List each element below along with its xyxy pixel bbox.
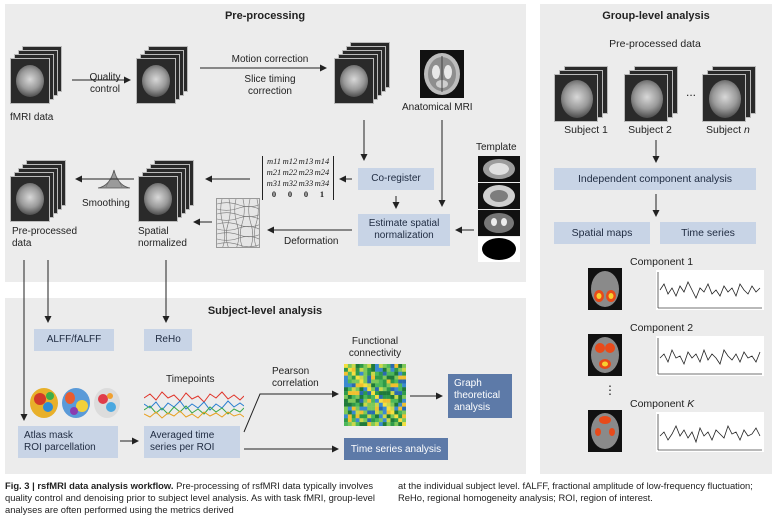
smoothing-kernel-icon: [96, 168, 132, 190]
matrix-cell: 0: [303, 189, 309, 199]
deformation-label: Deformation: [284, 236, 339, 247]
matrix-cell: 0: [287, 189, 293, 199]
template-label: Template: [476, 142, 517, 153]
timepoints-label: Timepoints: [166, 374, 215, 385]
qc-data-stack: [136, 46, 196, 106]
estimate-spatial-box: Estimate spatial normalization: [358, 214, 450, 246]
matrix-cell: 0: [271, 189, 277, 199]
atlas-brain-images: [30, 386, 122, 420]
figure-caption-right: at the individual subject level. fALFF, …: [398, 480, 753, 503]
fmri-data-label: fMRI data: [10, 112, 54, 123]
matrix-cell: m14: [314, 156, 330, 166]
preprocessing-title: Pre-processing: [224, 10, 306, 22]
fmri-data-stack: [10, 46, 70, 106]
matrix-cell: 1: [319, 189, 325, 199]
group-preprocessed-label: Pre-processed data: [609, 38, 701, 50]
slice-timing-label: Slice timing correction: [244, 74, 296, 97]
group-level-title: Group-level analysis: [602, 10, 710, 22]
component-k-label: Component K: [630, 398, 694, 410]
motion-correction-label: Motion correction: [231, 54, 309, 65]
subject-2-stack: [624, 66, 680, 122]
subject-n-stack: [702, 66, 758, 122]
subject-1-stack: [554, 66, 610, 122]
smoothing-label: Smoothing: [82, 198, 130, 209]
template-images: [478, 156, 520, 262]
matrix-cell: m24: [314, 167, 330, 177]
spatial-normalized-label: Spatial normalized: [138, 226, 187, 249]
ellipsis-label: ...: [686, 85, 697, 99]
figure-caption-left: Fig. 3 | rsfMRI data analysis workflow. …: [5, 480, 385, 516]
anatomical-mri-label: Anatomical MRI: [402, 102, 473, 113]
matrix-cell: m21: [266, 167, 282, 177]
subject-level-title: Subject-level analysis: [207, 305, 323, 317]
component-k-var: K: [687, 398, 695, 410]
corrected-data-stack: [334, 42, 394, 106]
component-k-prefix: Component: [630, 398, 688, 410]
component-2-label: Component 2: [630, 322, 694, 334]
matrix-cell: m32: [282, 178, 298, 188]
matrix-cell: m23: [298, 167, 314, 177]
quality-control-label: Quality control: [89, 72, 121, 95]
matrix-cell: m22: [282, 167, 298, 177]
pearson-label: Pearson correlation: [272, 366, 319, 389]
time-series-box: Time series: [660, 222, 756, 244]
component-2-map: [588, 334, 622, 376]
reho-box: ReHo: [144, 329, 192, 351]
matrix-cell: m12: [282, 156, 298, 166]
subject-1-label: Subject 1: [564, 124, 608, 136]
spatial-maps-box: Spatial maps: [554, 222, 650, 244]
preprocessed-data-stack: [10, 160, 70, 224]
ica-box: Independent component analysis: [554, 168, 756, 190]
averaged-time-series-box: Averaged time series per ROI: [144, 426, 240, 458]
atlas-mask-box: Atlas mask ROI parcellation: [18, 426, 118, 458]
subject-n-label: Subject n: [706, 124, 750, 136]
caption-left-text: Pre-processing of rsfMRI data typically …: [5, 480, 375, 515]
subject-n-prefix: Subject: [706, 124, 744, 136]
component-2-timeseries: [656, 336, 764, 376]
graph-analysis-label: Graph theoretical analysis: [454, 378, 501, 413]
spatial-normalized-stack: [138, 160, 198, 224]
component-1-timeseries: [656, 270, 764, 310]
co-register-box: Co-register: [358, 168, 434, 190]
subject-n-var: n: [743, 124, 750, 136]
matrix-cell: m31: [266, 178, 282, 188]
matrix-cell: m13: [298, 156, 314, 166]
subject-2-label: Subject 2: [628, 124, 672, 136]
alff-box: ALFF/fALFF: [34, 329, 114, 351]
preprocessed-data-label: Pre-processed data: [12, 226, 78, 249]
component-k-map: [588, 410, 622, 452]
matrix-cell: m33: [298, 178, 314, 188]
component-k-timeseries: [656, 412, 764, 452]
matrix-cell: m11: [266, 156, 281, 166]
matrix-cell: m34: [314, 178, 330, 188]
vdots-label: ⋮: [604, 383, 616, 397]
anatomical-mri-image: [420, 50, 464, 98]
roi-time-series-plot: [144, 386, 244, 420]
graph-analysis-box: Graph theoretical analysis: [448, 374, 512, 418]
component-1-label: Component 1: [630, 256, 694, 268]
figure-label: Fig. 3 | rsfMRI data analysis workflow.: [5, 480, 174, 491]
time-series-analysis-box: Time series analysis: [344, 438, 448, 460]
component-1-map: [588, 268, 622, 310]
deformation-field-image: [216, 198, 260, 248]
functional-connectivity-label: Functional connectivity: [348, 336, 402, 359]
connectivity-matrix-image: [344, 364, 406, 426]
